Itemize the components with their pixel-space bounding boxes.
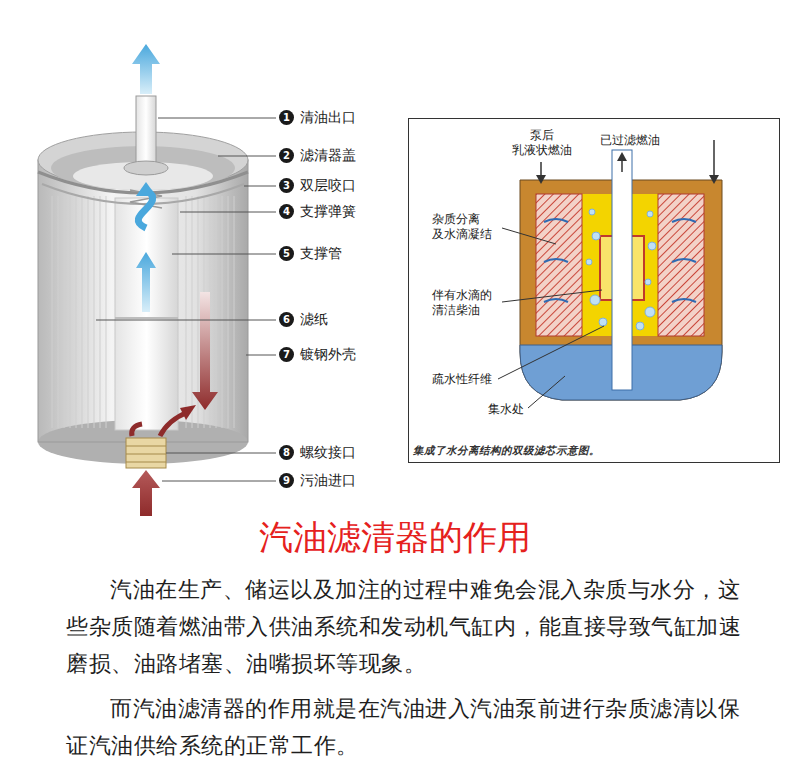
paragraph: 汽油在生产、储运以及加注的过程中难免会混入杂质与水分，这些杂质随着燃油带入供油系… [66, 571, 750, 682]
part-label: 螺纹接口 [300, 444, 356, 461]
annotation: 集水处 [488, 402, 555, 417]
annotation: 疏水性纤维 [432, 372, 499, 387]
annotation: 泵后 乳液状燃油 [508, 128, 575, 158]
part-label: 污油进口 [300, 472, 356, 489]
annotation: 伴有水滴的 清洁柴油 [432, 288, 499, 318]
leader-lines [96, 118, 276, 481]
callout-number: 7 [279, 347, 294, 362]
part-label: 双层咬口 [300, 177, 356, 194]
water-separator-schematic [409, 119, 780, 463]
part-label: 滤纸 [300, 311, 328, 328]
callout-number: 2 [279, 148, 294, 163]
callout-number: 1 [279, 110, 294, 125]
gasoline-filter [38, 44, 248, 516]
figure-caption: 集成了水分离结构的双级滤芯示意图。 [413, 444, 600, 458]
part-label: 支撑弹簧 [300, 203, 356, 220]
paragraph: 而汽油滤清器的作用就是在汽油进入汽油泵前进行杂质滤清以保证汽油供给系统的正常工作… [66, 690, 750, 764]
callout-number: 9 [279, 473, 294, 488]
annotation: 杂质分离 及水滴凝结 [432, 212, 499, 242]
callout-number: 6 [279, 312, 294, 327]
callout-number: 3 [279, 178, 294, 193]
annotation: 已过滤燃油 [600, 133, 667, 148]
callout-number: 4 [279, 204, 294, 219]
part-label: 镀钢外壳 [300, 346, 356, 363]
part-label: 滤清器盖 [300, 147, 356, 164]
title: 汽油滤清器的作用 [0, 517, 790, 557]
callout-number: 8 [279, 445, 294, 460]
part-label: 清油出口 [300, 109, 356, 126]
callout-number: 5 [279, 246, 294, 261]
part-label: 支撑管 [300, 245, 342, 262]
